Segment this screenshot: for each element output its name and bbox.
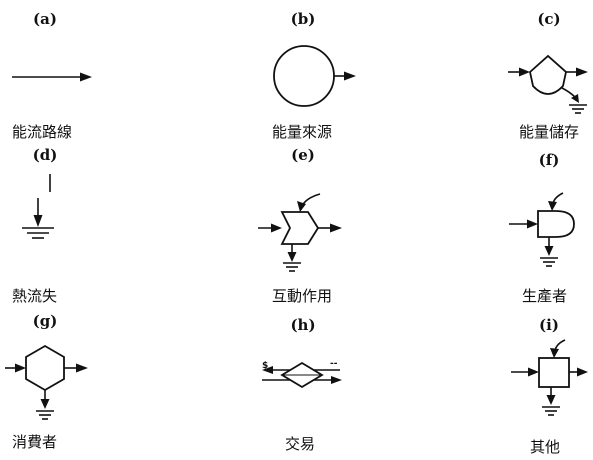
- consumer-icon: [5, 344, 88, 420]
- caption-f: 生產者: [522, 287, 567, 305]
- tag-e: (e): [291, 146, 315, 164]
- caption-h: 交易: [285, 435, 315, 453]
- transaction-icon: $ --: [262, 359, 342, 389]
- symbol-a: (a) 能流路線: [12, 10, 92, 141]
- flow-path-icon: [12, 72, 92, 82]
- symbol-b: (b) 能量來源: [272, 10, 356, 141]
- tag-i: (i): [539, 316, 559, 334]
- caption-b: 能量來源: [272, 123, 332, 141]
- tag-h: (h): [290, 316, 315, 334]
- symbol-e: (e) 互動作用: [258, 146, 342, 305]
- symbol-i: (i) 其他: [511, 316, 588, 456]
- other-component-icon: [511, 339, 588, 416]
- energy-storage-icon: [508, 54, 588, 114]
- symbol-g: (g) 消費者: [5, 312, 88, 451]
- heat-sink-icon: [22, 174, 54, 239]
- caption-d: 熱流失: [12, 287, 57, 305]
- caption-c: 能量儲存: [519, 123, 579, 141]
- money-marker: $: [262, 361, 268, 371]
- symbol-c: (c) 能量儲存: [508, 10, 588, 141]
- caption-a: 能流路線: [12, 123, 72, 141]
- caption-e: 互動作用: [272, 287, 332, 305]
- interaction-icon: [258, 193, 342, 272]
- symbol-f: (f) 生產者: [509, 151, 575, 305]
- tag-c: (c): [537, 10, 560, 28]
- tag-d: (d): [33, 146, 58, 164]
- symbol-h: (h) $ -- 交易: [262, 316, 342, 453]
- caption-i: 其他: [530, 438, 560, 456]
- energy-source-icon: [273, 45, 356, 107]
- tag-b: (b): [291, 10, 316, 28]
- producer-icon: [509, 192, 575, 267]
- exchange-note: --: [330, 359, 338, 369]
- caption-g: 消費者: [12, 433, 57, 451]
- tag-f: (f): [539, 151, 560, 169]
- tag-a: (a): [33, 10, 57, 28]
- tag-g: (g): [33, 312, 58, 330]
- symbol-d: (d) 熱流失: [12, 146, 57, 305]
